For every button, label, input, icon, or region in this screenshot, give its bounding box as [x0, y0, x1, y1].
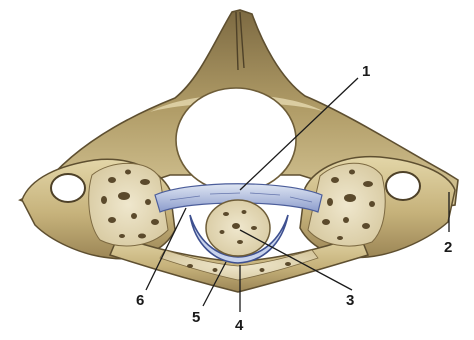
label-1: 1 [362, 63, 370, 80]
label-2: 2 [444, 239, 452, 256]
label-5: 5 [192, 309, 200, 326]
vertebral-canal [176, 88, 296, 192]
transverse-foramen-left [51, 174, 85, 202]
transverse-foramen-right [386, 172, 420, 200]
label-3: 3 [346, 292, 354, 309]
label-4: 4 [235, 317, 244, 334]
label-6: 6 [136, 292, 144, 309]
spongy-bone-left [89, 163, 168, 246]
